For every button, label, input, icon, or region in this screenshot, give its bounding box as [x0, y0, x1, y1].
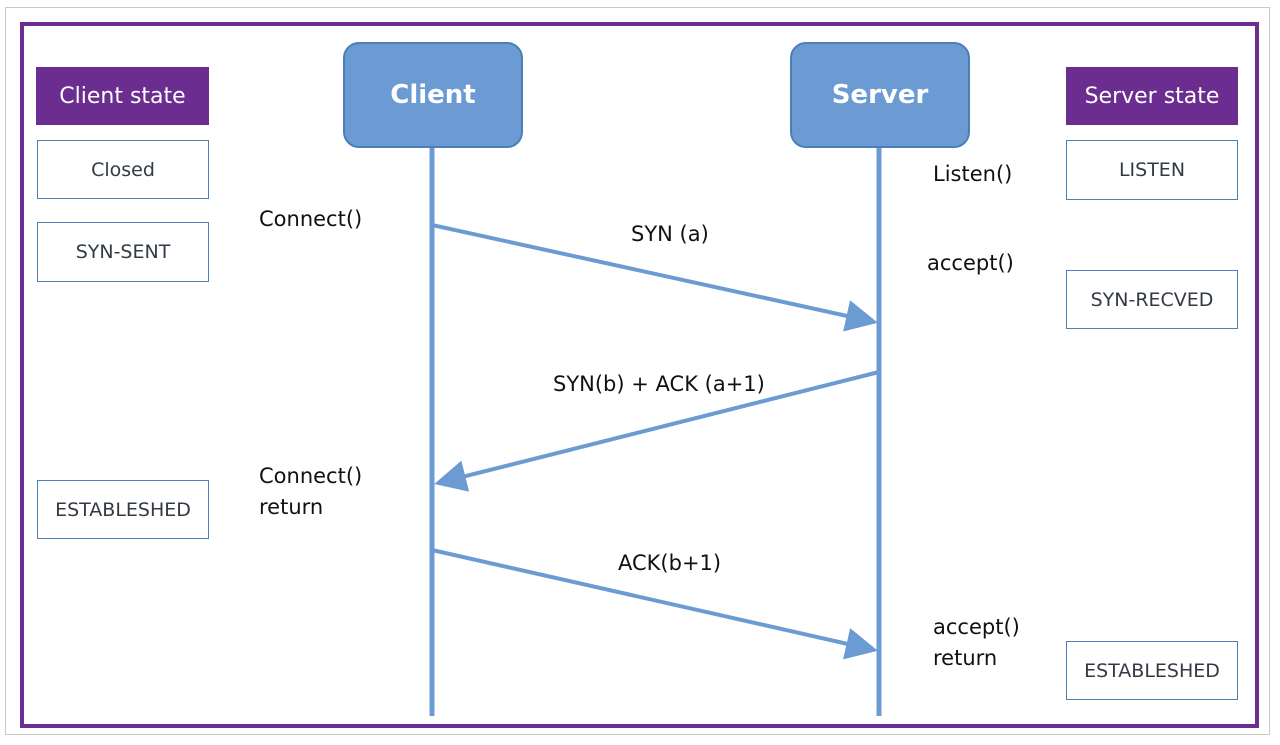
- ack-arrow: [431, 548, 878, 660]
- syn-arrow: [431, 223, 878, 332]
- server-actor: Server: [790, 42, 970, 148]
- connect-return-label-2: return: [259, 495, 324, 519]
- client-state-established: ESTABLESHED: [37, 480, 209, 539]
- server-state-syn-recved: SYN-RECVED: [1066, 270, 1238, 329]
- listen-call-label: Listen(): [933, 162, 1013, 186]
- syn-message-label: SYN (a): [631, 222, 709, 246]
- client-state-header: Client state: [36, 67, 209, 125]
- syn-ack-arrow: [434, 370, 880, 492]
- diagram-frame: [20, 22, 1259, 728]
- accept-call-label: accept(): [927, 251, 1014, 275]
- client-state-closed: Closed: [37, 140, 209, 199]
- syn-ack-message-label: SYN(b) + ACK (a+1): [553, 372, 765, 396]
- server-state-established: ESTABLESHED: [1066, 641, 1238, 700]
- ack-message-label: ACK(b+1): [618, 551, 722, 575]
- accept-return-label-1: accept(): [933, 615, 1020, 639]
- server-state-listen: LISTEN: [1066, 140, 1238, 200]
- server-state-header: Server state: [1066, 67, 1238, 125]
- client-actor: Client: [343, 42, 523, 148]
- connect-call-label: Connect(): [259, 207, 363, 231]
- client-state-syn-sent: SYN-SENT: [37, 222, 209, 282]
- accept-return-label-2: return: [933, 646, 998, 670]
- connect-return-label-1: Connect(): [259, 464, 363, 488]
